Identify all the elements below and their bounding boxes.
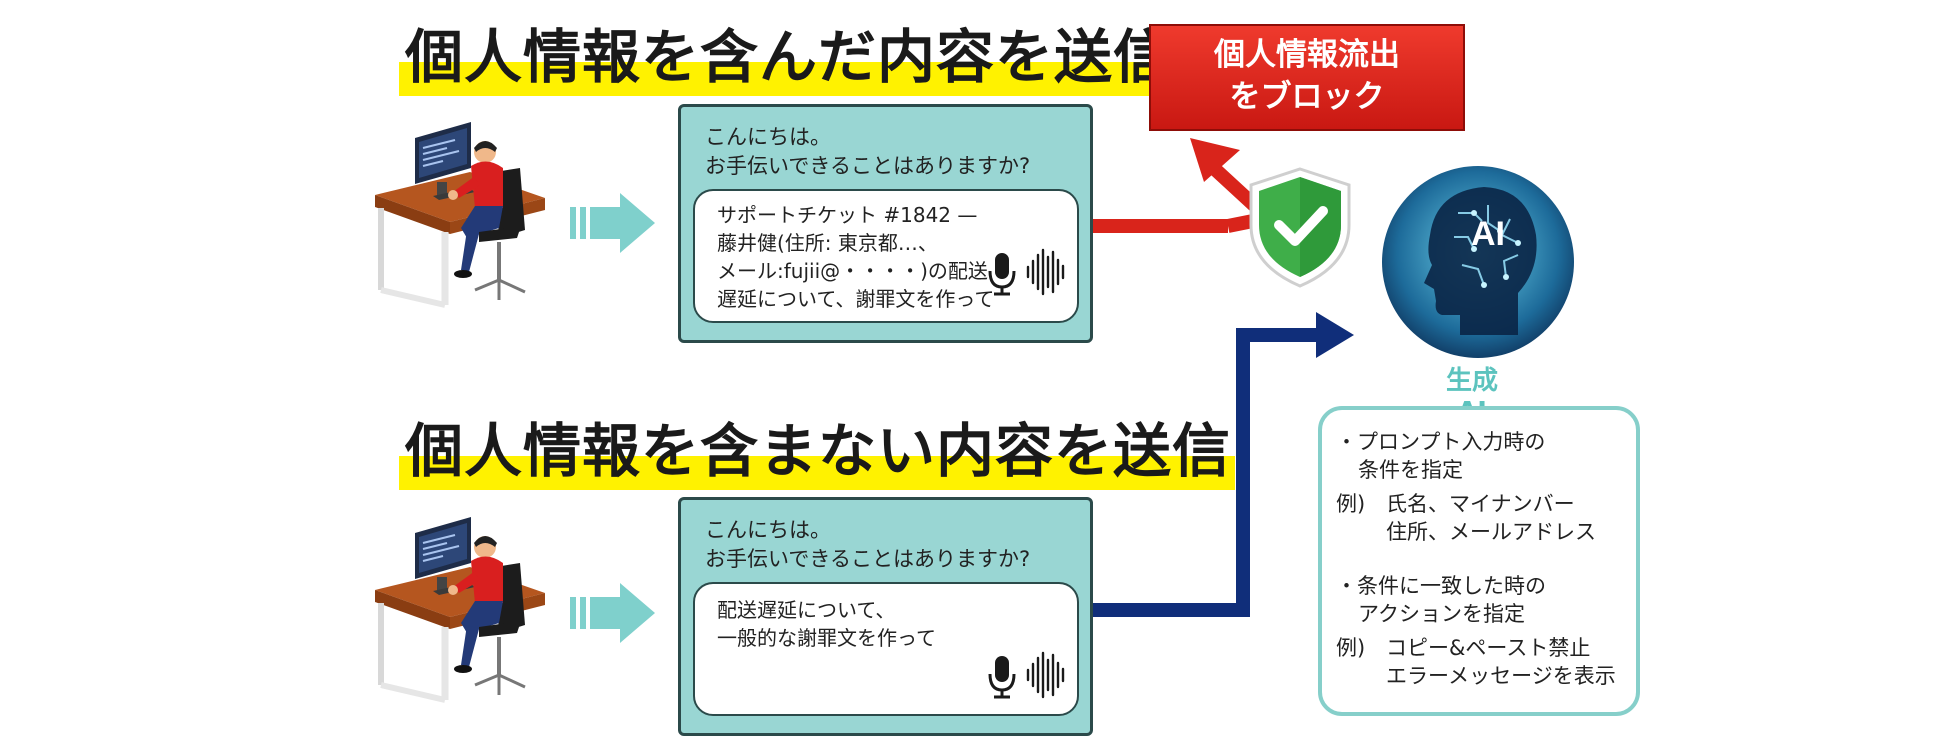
top-chat-message-box[interactable]: サポートチケット #1842 — 藤井健(住所: 東京都…、 メール:fujii…	[693, 189, 1079, 323]
bottom-section-heading: 個人情報を含まない内容を送信	[399, 422, 1236, 490]
bottom-chat-message-box[interactable]: 配送遅延について、 一般的な謝罪文を作って	[693, 582, 1079, 716]
top-chat-panel: こんにちは。 お手伝いできることはありますか? サポートチケット #1842 —…	[678, 104, 1093, 343]
right-arrow-icon	[570, 193, 655, 253]
top-section-heading: 個人情報を含んだ内容を送信	[399, 28, 1177, 96]
top-chat-greeting: こんにちは。 お手伝いできることはありますか?	[705, 125, 1031, 178]
sound-wave-icon	[1026, 651, 1065, 699]
microphone-icon[interactable]	[987, 654, 1017, 700]
allowed-arrowhead	[1316, 312, 1354, 358]
desk-worker-illustration	[375, 122, 545, 308]
bottom-chat-greeting: こんにちは。 お手伝いできることはありますか?	[705, 518, 1031, 571]
shield-check-icon	[1249, 167, 1351, 288]
bottom-chat-message: 配送遅延について、 一般的な謝罪文を作って	[717, 598, 936, 650]
allowed-flow-line	[1087, 328, 1320, 617]
blocked-arrowhead	[1190, 138, 1240, 182]
ai-head-icon: AI	[1382, 166, 1574, 358]
desk-worker-illustration	[375, 517, 545, 703]
bottom-chat-panel: こんにちは。 お手伝いできることはありますか? 配送遅延について、 一般的な謝罪…	[678, 497, 1093, 736]
block-leak-banner: 個人情報流出 をブロック	[1149, 24, 1465, 131]
ai-badge-text: AI	[1471, 215, 1505, 253]
right-arrow-icon	[570, 583, 655, 643]
top-chat-message: サポートチケット #1842 — 藤井健(住所: 東京都…、 メール:fujii…	[717, 203, 995, 311]
dlp-settings-box: ・プロンプト入力時の 条件を指定 例) 氏名、マイナンバー 住所、メールアドレス…	[1318, 406, 1640, 716]
microphone-icon[interactable]	[987, 251, 1017, 297]
sound-wave-icon	[1026, 248, 1065, 296]
